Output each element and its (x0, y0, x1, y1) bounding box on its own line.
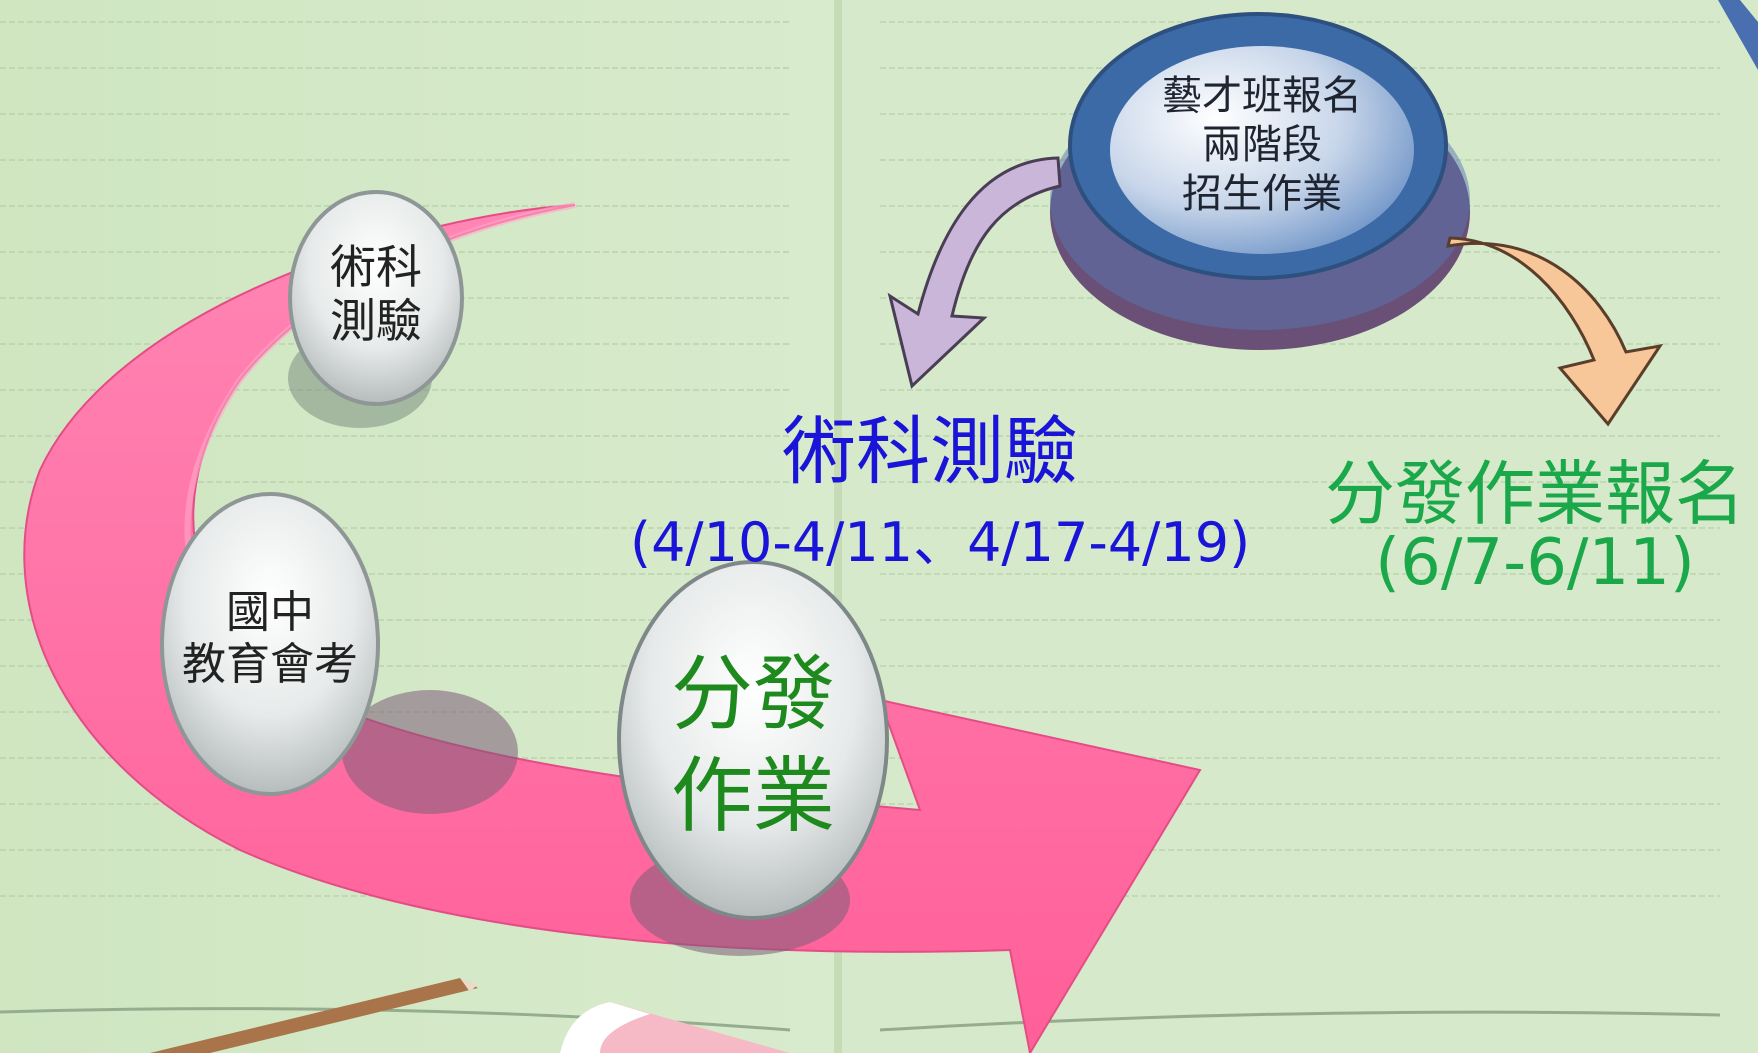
two-stage-line2: 兩階段 (1202, 121, 1322, 168)
cap-exam-node-label: 國中 教育會考 (160, 587, 380, 691)
talent-test-dates: (4/10-4/11、4/17-4/19) (630, 511, 1251, 574)
cap-exam-line1: 國中 (226, 587, 314, 638)
arrow-to-distribution (1445, 236, 1664, 427)
talent-test-title: 術科測驗 (782, 409, 1078, 495)
distribution-line2: 作業 (670, 748, 835, 844)
oval-cap-exam (160, 492, 380, 796)
two-stage-node-label: 藝才班報名 兩階段 招生作業 (1130, 72, 1394, 218)
talent-test-node-label: 術科 測驗 (306, 240, 446, 349)
distribution-title: 分發作業報名 (1325, 453, 1745, 535)
distribution-node-label: 分發 作業 (640, 644, 866, 847)
oval-distribution (617, 560, 889, 920)
distribution-dates: (6/7-6/11) (1375, 526, 1695, 600)
distribution-line1: 分發 (670, 647, 835, 742)
two-stage-line3: 招生作業 (1182, 170, 1342, 217)
oval-talent-test (288, 190, 464, 406)
talent-test-line2: 測驗 (330, 294, 422, 349)
pencil-decoration (150, 978, 478, 1053)
cap-exam-line2: 教育會考 (182, 638, 358, 690)
two-stage-button (1050, 12, 1470, 350)
process-flow-arrow (23, 202, 1202, 1053)
pen-corner-decoration (1718, 0, 1758, 70)
two-stage-line1: 藝才班報名 (1162, 73, 1362, 119)
talent-test-line1: 術科 (330, 240, 422, 294)
eraser-decoration (560, 1002, 790, 1053)
arrow-to-talent-test (887, 156, 1062, 389)
